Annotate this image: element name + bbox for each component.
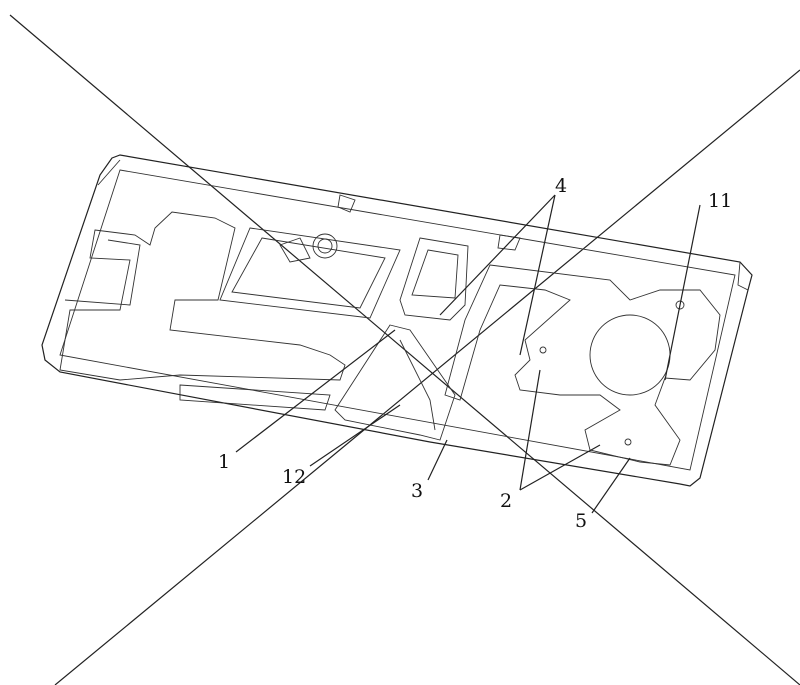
label-12: 12 (282, 466, 306, 488)
label-2: 2 (500, 490, 512, 512)
label-11: 11 (708, 190, 732, 212)
panel-body (41, 154, 753, 487)
label-3: 3 (411, 480, 423, 502)
cross-line-2 (54, 69, 800, 685)
label-5: 5 (575, 510, 587, 532)
label-4: 4 (555, 175, 567, 197)
label-1: 1 (218, 451, 230, 473)
leader-lines (235, 194, 701, 514)
